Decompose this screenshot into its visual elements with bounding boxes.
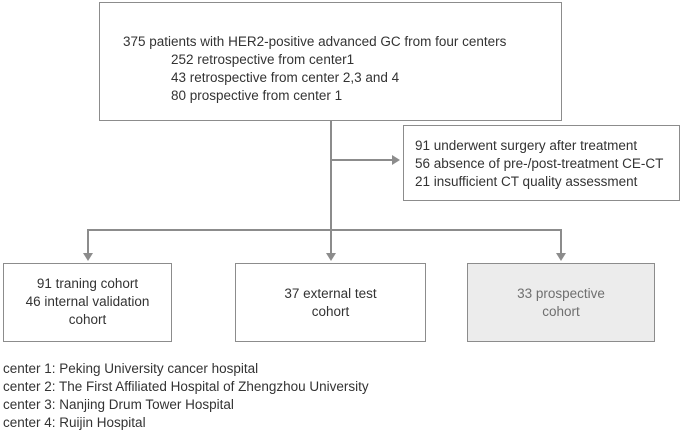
- exclusion-arrow: [392, 155, 400, 165]
- retrospective-centers-234-text: 43 retrospective from center 2,3 and 4: [171, 70, 400, 85]
- trunk-connector: [330, 121, 332, 259]
- prospective-cohort-box: 33 prospective cohort: [467, 263, 655, 342]
- exclusion-quality-text: 21 insufficient CT quality assessment: [415, 174, 638, 189]
- center-1-legend: center 1: Peking University cancer hospi…: [3, 361, 259, 376]
- internal-validation-text: 46 internal validation: [25, 294, 150, 309]
- exclusion-surgery-text: 91 underwent surgery after treatment: [415, 138, 638, 153]
- distribution-connector: [87, 229, 562, 231]
- training-cohort-text: 91 traning cohort: [36, 276, 139, 291]
- exclusion-connector: [330, 159, 392, 161]
- internal-validation-cohort-text: cohort: [68, 312, 107, 327]
- retrospective-center1-text: 252 retrospective from center1: [171, 52, 355, 67]
- training-cohort-box: 91 traning cohort 46 internal validation…: [3, 263, 172, 342]
- arrow-prospective: [556, 253, 566, 261]
- arrow-training: [83, 253, 93, 261]
- prospective-text: 33 prospective: [517, 286, 605, 301]
- prospective-cohort-text: cohort: [542, 304, 580, 319]
- drop-prospective: [560, 229, 562, 253]
- drop-training: [87, 229, 89, 253]
- center-4-legend: center 4: Ruijin Hospital: [3, 415, 146, 430]
- cohort-source-box: 375 patients with HER2-positive advanced…: [99, 2, 562, 121]
- external-test-cohort-text: cohort: [311, 304, 350, 319]
- prospective-center1-text: 80 prospective from center 1: [171, 88, 343, 103]
- exclusion-ctimaging-text: 56 absence of pre-/post-treatment CE-CT: [415, 156, 664, 171]
- external-test-cohort-box: 37 external test cohort: [235, 263, 426, 342]
- center-2-legend: center 2: The First Affiliated Hospital …: [3, 379, 369, 394]
- external-test-text: 37 external test: [284, 286, 377, 301]
- exclusion-box: 91 underwent surgery after treatment 56 …: [403, 125, 680, 201]
- center-3-legend: center 3: Nanjing Drum Tower Hospital: [3, 397, 234, 412]
- total-patients-text: 375 patients with HER2-positive advanced…: [123, 34, 507, 49]
- arrow-external: [326, 253, 336, 261]
